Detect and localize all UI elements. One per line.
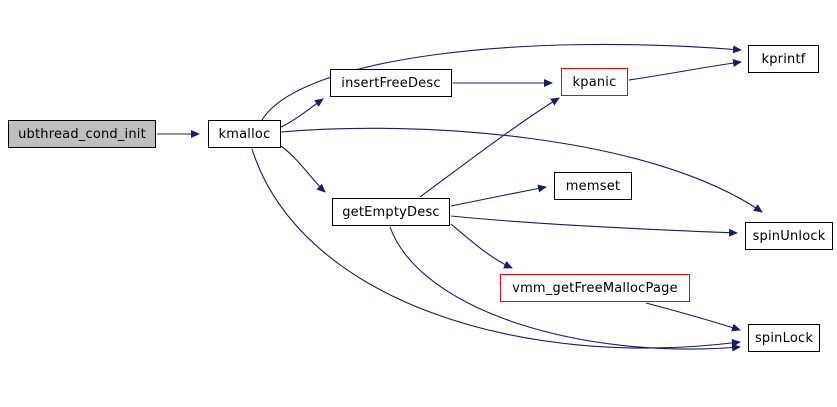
edge-vmm_getFreeMallocPage-to-spinLock — [645, 302, 741, 332]
node-label-getEmptyDesc: getEmptyDesc — [342, 204, 440, 220]
edge-kmalloc-to-insertFreeDesc — [280, 98, 324, 128]
edge-kmalloc-to-getEmptyDesc — [280, 145, 326, 193]
node-label-kpanic: kpanic — [572, 74, 617, 90]
edge-kmalloc-to-kprintf — [261, 43, 742, 121]
node-spinUnlock[interactable]: spinUnlock — [745, 222, 833, 250]
edge-getEmptyDesc-to-memset — [450, 184, 547, 207]
node-spinLock[interactable]: spinLock — [748, 324, 820, 352]
edge-kmalloc-to-spinUnlock — [280, 127, 763, 213]
edge-kpanic-to-kprintf — [628, 59, 742, 81]
node-kmalloc[interactable]: kmalloc — [208, 120, 281, 148]
node-memset[interactable]: memset — [554, 172, 632, 200]
node-label-spinUnlock: spinUnlock — [752, 228, 826, 244]
node-label-memset: memset — [565, 178, 621, 194]
node-insertFreeDesc[interactable]: insertFreeDesc — [330, 69, 452, 97]
node-kprintf[interactable]: kprintf — [748, 45, 819, 73]
node-label-kmalloc: kmalloc — [218, 126, 271, 142]
edges-group — [157, 43, 763, 352]
node-vmm_getFreeMallocPage[interactable]: vmm_getFreeMallocPage — [500, 274, 690, 302]
node-label-ubthread_cond_init: ubthread_cond_init — [18, 126, 146, 142]
edge-getEmptyDesc-to-kpanic — [419, 97, 560, 198]
edge-getEmptyDesc-to-spinLock — [389, 226, 741, 352]
edge-getEmptyDesc-to-spinUnlock — [450, 215, 738, 237]
node-label-spinLock: spinLock — [754, 330, 814, 346]
node-label-insertFreeDesc: insertFreeDesc — [341, 75, 441, 91]
edge-kmalloc-to-spinLock — [251, 148, 741, 349]
node-label-kprintf: kprintf — [761, 51, 806, 67]
node-ubthread_cond_init[interactable]: ubthread_cond_init — [8, 120, 156, 148]
node-getEmptyDesc[interactable]: getEmptyDesc — [332, 198, 450, 226]
node-kpanic[interactable]: kpanic — [561, 68, 628, 96]
node-label-vmm_getFreeMallocPage: vmm_getFreeMallocPage — [512, 280, 678, 296]
edge-getEmptyDesc-to-vmm_getFreeMallocPage — [450, 223, 513, 269]
